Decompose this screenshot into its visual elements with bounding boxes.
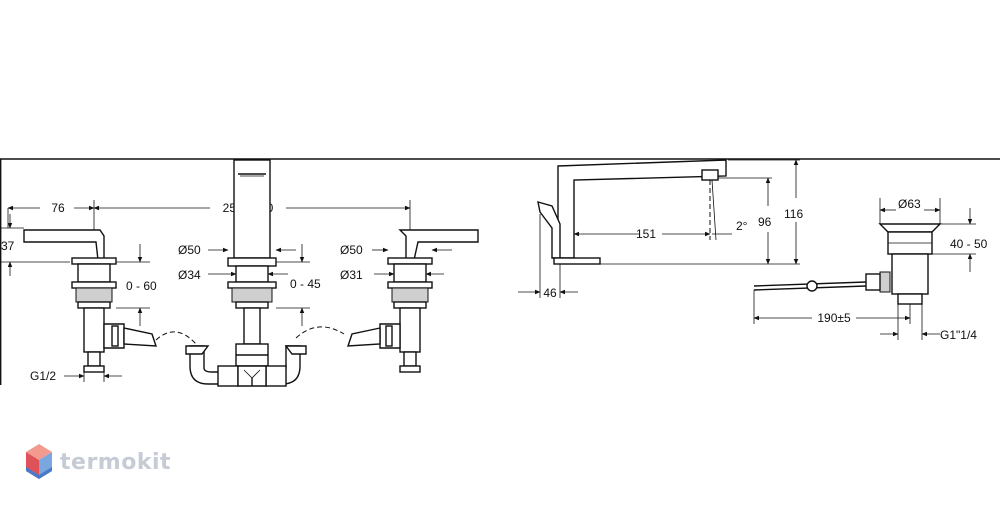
dim-text: 116 bbox=[784, 207, 803, 221]
dim-text: Ø50 bbox=[340, 243, 363, 257]
dim-text: 37 bbox=[1, 239, 15, 253]
dim-text: 76 bbox=[51, 201, 65, 215]
dim-text: 2° bbox=[736, 219, 748, 233]
dim-center-adjust: 0 - 45 bbox=[276, 244, 321, 326]
dim-waste-height: 40 - 50 bbox=[932, 208, 988, 272]
dim-spout-heights: 96 116 bbox=[600, 159, 803, 265]
dim-right-diameters: Ø50 Ø31 bbox=[340, 243, 452, 282]
dim-text: Ø63 bbox=[898, 197, 921, 211]
mixing-body bbox=[185, 345, 307, 387]
dim-rod-length: 190±5 bbox=[753, 290, 911, 325]
left-handle bbox=[23, 229, 157, 373]
dim-text: Ø34 bbox=[178, 268, 201, 282]
dim-thread-left: G1/2 bbox=[30, 366, 122, 383]
center-spout bbox=[227, 159, 277, 367]
brand-logo-icon bbox=[26, 444, 52, 479]
dim-left-adjust: 0 - 60 bbox=[116, 244, 157, 326]
dim-text: 0 - 60 bbox=[126, 279, 157, 293]
dim-spout-reach: 151 bbox=[573, 227, 711, 241]
brand-name: termokit bbox=[60, 449, 172, 475]
hose-dashed bbox=[155, 326, 345, 345]
waste-valve bbox=[753, 223, 942, 305]
dim-angle: 2° bbox=[709, 179, 748, 241]
dim-text: G1"1/4 bbox=[940, 328, 977, 342]
dim-text: Ø31 bbox=[340, 268, 363, 282]
brand-watermark: termokit bbox=[24, 443, 171, 481]
dim-waste-thread: G1"1/4 bbox=[880, 304, 977, 342]
dim-text: 151 bbox=[636, 227, 656, 241]
right-handle bbox=[347, 229, 479, 373]
dim-lever-height: 37 bbox=[0, 214, 70, 276]
dim-waste-dia: Ø63 bbox=[879, 197, 941, 224]
dim-text: Ø50 bbox=[178, 243, 201, 257]
dim-text: 40 - 50 bbox=[950, 237, 988, 251]
dim-center-diameters: Ø50 Ø34 bbox=[178, 243, 296, 282]
dim-lever-width: 76 bbox=[7, 200, 95, 232]
spout-side-view bbox=[537, 159, 727, 265]
dim-text: G1/2 bbox=[30, 369, 56, 383]
dim-text: 46 bbox=[543, 286, 557, 300]
frame bbox=[0, 158, 1000, 385]
dim-text: 0 - 45 bbox=[290, 277, 321, 291]
dim-base-offset: 46 bbox=[518, 214, 578, 300]
dim-text: 190±5 bbox=[817, 311, 851, 325]
dim-text: 96 bbox=[758, 215, 772, 229]
